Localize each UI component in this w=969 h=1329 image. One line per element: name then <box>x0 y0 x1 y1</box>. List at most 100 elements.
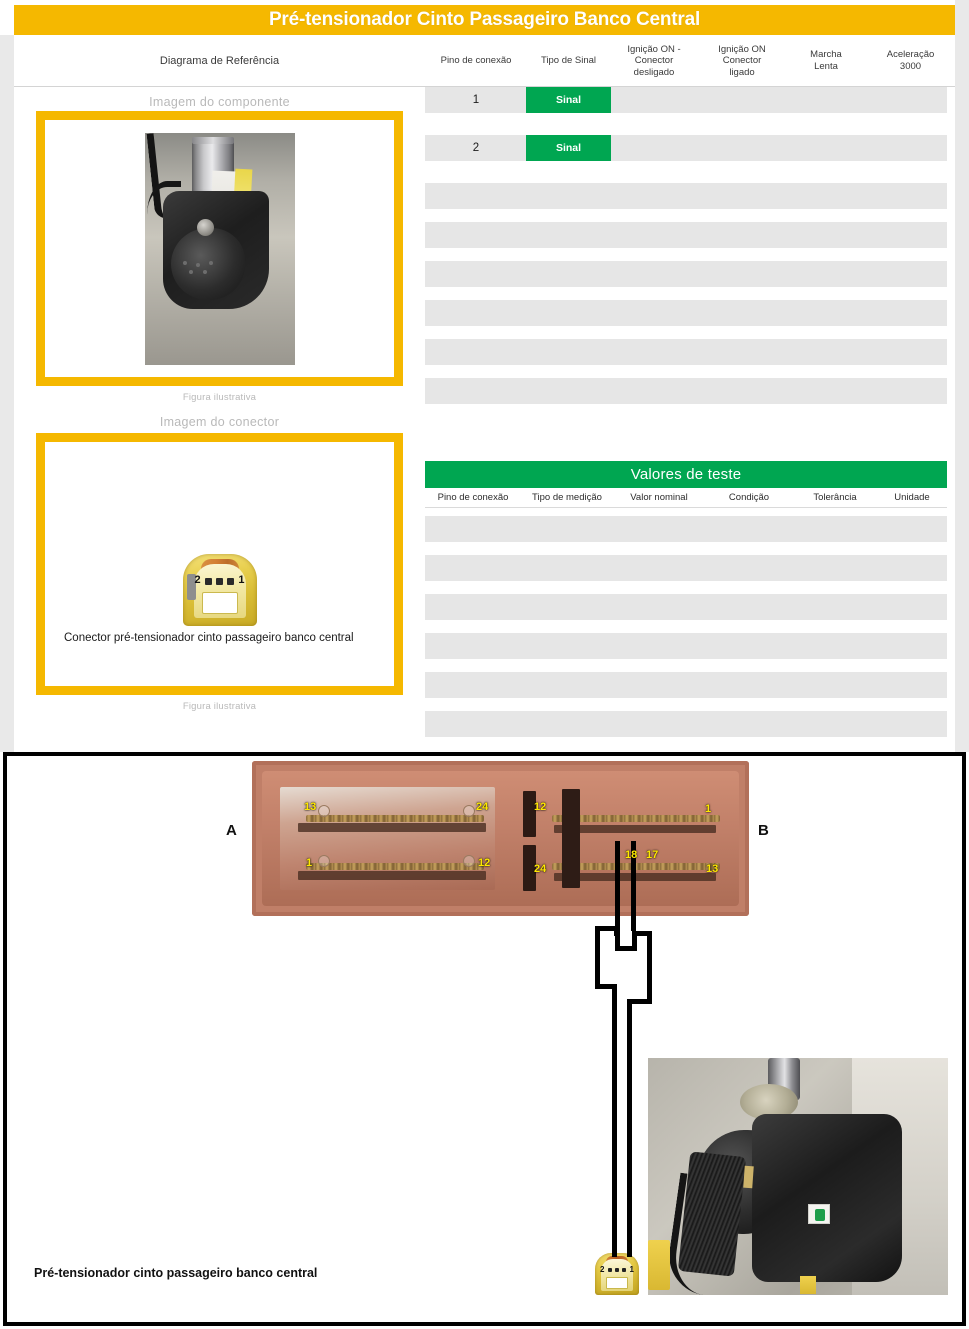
bottom-connector-window <box>606 1277 628 1289</box>
cell-remaining <box>611 87 947 113</box>
photo-yellow-clip <box>800 1276 816 1294</box>
connector-image-label: Imagem do conector <box>159 415 280 429</box>
connector-2pin-graphic: 2 1 <box>182 554 257 626</box>
wire-pin-18-v4 <box>627 999 632 1257</box>
ecu-pinrow-a-top <box>306 815 484 822</box>
table-row[interactable]: 1 Sinal <box>425 87 947 113</box>
wire-pin-18-jog-h1 <box>615 946 637 951</box>
header-aceleracao-3000: Aceleração 3000 <box>866 35 955 87</box>
component-image-label: Imagem do componente <box>149 95 290 109</box>
header-ignicao-ligado-line1: Ignição ON <box>718 43 766 55</box>
rail-right <box>955 0 969 752</box>
ecu-pin-label-a-1: 1 <box>306 857 313 869</box>
test-values-section: Valores de teste Pino de conexão Tipo de… <box>425 461 947 737</box>
status-badge-sinal: Sinal <box>526 87 611 113</box>
photo-green-label <box>808 1204 830 1224</box>
table-row[interactable] <box>425 183 947 209</box>
photo-retractor-body <box>752 1114 902 1282</box>
header-tipo-sinal: Tipo de Sinal <box>540 55 597 67</box>
wire-pin-17-v3 <box>595 926 600 988</box>
connector-pin-label-1: 1 <box>238 574 245 586</box>
component-photo <box>144 132 295 365</box>
component-figure-caption: Figura ilustrativa <box>182 392 257 403</box>
wire-pin-18-jog-h2 <box>632 931 652 936</box>
connector-b-label: B <box>758 822 769 839</box>
table-row[interactable]: 2 Sinal <box>425 135 947 161</box>
connector-side-ledge <box>186 574 196 600</box>
table-row[interactable] <box>425 339 947 365</box>
ecu-slot <box>554 825 716 833</box>
test-values-row[interactable] <box>425 555 947 581</box>
cell-pino: 2 <box>472 142 480 154</box>
ecu-pinrow-b-top <box>552 815 720 822</box>
reference-diagram-panel: Imagem do componente Figura ilustrativa … <box>14 87 425 752</box>
table-row[interactable] <box>425 378 947 404</box>
test-values-row[interactable] <box>425 594 947 620</box>
ecu-pin-label-a-13: 13 <box>304 801 317 813</box>
connector-figure-caption: Figura ilustrativa <box>182 701 257 712</box>
ecu-pin-label-a-12: 12 <box>478 857 491 869</box>
test-values-row[interactable] <box>425 633 947 659</box>
header-aceleracao-line2: 3000 <box>899 61 922 72</box>
ecu-dark-divider <box>562 789 580 888</box>
ecu-pin-label-a-24: 24 <box>476 801 489 813</box>
wire-pin-17-jog-h2 <box>595 984 617 989</box>
header-ignicao-desligado-line1: Ignição ON - <box>627 43 681 55</box>
table-header: Diagrama de Referência Pino de conexão T… <box>14 35 955 87</box>
page-title: Pré-tensionador Cinto Passageiro Banco C… <box>268 9 701 30</box>
table-row[interactable] <box>425 300 947 326</box>
tv-header-unidade: Unidade <box>894 492 930 503</box>
ecu-pin-label-b-1: 1 <box>705 803 712 815</box>
component-image-frame <box>36 111 403 386</box>
ecu-slot <box>298 823 486 832</box>
test-values-title: Valores de teste <box>425 461 947 488</box>
cell-remaining <box>611 135 947 161</box>
test-values-row[interactable] <box>425 516 947 542</box>
header-marcha-lenta: Marcha Lenta <box>786 35 866 87</box>
wire-pin-18 <box>615 841 620 951</box>
header-ignicao-desligado-line2: Conector <box>634 55 674 67</box>
bottom-connector-pins <box>608 1268 626 1273</box>
header-ignicao-ligado-line2: Conector <box>722 55 762 67</box>
ecu-cavity <box>463 805 475 817</box>
table-row[interactable] <box>425 222 947 248</box>
connector-image-frame: 2 1 Conector pré-tensionador cinto passa… <box>36 433 403 695</box>
tv-header-tolerancia: Tolerância <box>813 492 857 503</box>
wire-pin-17-jog-h1 <box>595 926 619 931</box>
connector-pin-contacts <box>204 578 235 586</box>
tv-header-condicao: Condição <box>728 492 770 503</box>
connector-window <box>201 592 238 614</box>
photo-yellow-connector <box>648 1240 670 1290</box>
cell-pino: 1 <box>472 94 480 106</box>
photo-tag <box>743 1165 754 1189</box>
header-aceleracao-line1: Aceleração <box>886 49 935 61</box>
connector-a-label: A <box>226 822 237 839</box>
component-connector-graphic: 2 1 <box>595 1253 639 1295</box>
tv-header-valor-nominal: Valor nominal <box>630 492 688 503</box>
ecu-pin-label-b-17: 17 <box>646 849 659 861</box>
tv-header-pino: Pino de conexão <box>437 492 509 503</box>
ecu-center-gap <box>515 789 557 891</box>
test-values-row[interactable] <box>425 672 947 698</box>
ecu-cavity <box>318 855 330 867</box>
wire-pin-17-v4 <box>612 984 617 1257</box>
connector-pin-label-2: 2 <box>194 574 201 586</box>
test-values-header: Pino de conexão Tipo de medição Valor no… <box>425 488 947 508</box>
test-values-row[interactable] <box>425 711 947 737</box>
signal-table: 1 Sinal 2 Sinal Valores de teste Pino de… <box>425 87 955 752</box>
bottom-connector-pin-label-2: 2 <box>600 1265 605 1274</box>
photo-wire-harness <box>664 1172 736 1295</box>
header-diagrama-referencia: Diagrama de Referência <box>159 55 280 67</box>
table-row[interactable] <box>425 261 947 287</box>
wire-pin-17 <box>631 841 636 931</box>
ecu-cavity <box>463 855 475 867</box>
connector-caption: Conector pré-tensionador cinto passageir… <box>64 632 354 644</box>
ecu-pinrow-a-bottom <box>306 863 484 870</box>
status-badge-sinal: Sinal <box>526 135 611 161</box>
pretensioner-photo <box>648 1058 948 1295</box>
ecu-pin-label-b-13: 13 <box>706 863 719 875</box>
ecu-pin-label-b-12: 12 <box>534 801 547 813</box>
ecu-cavity <box>318 805 330 817</box>
ecu-inner-housing: 13 24 1 12 12 1 24 18 17 13 <box>262 771 739 906</box>
